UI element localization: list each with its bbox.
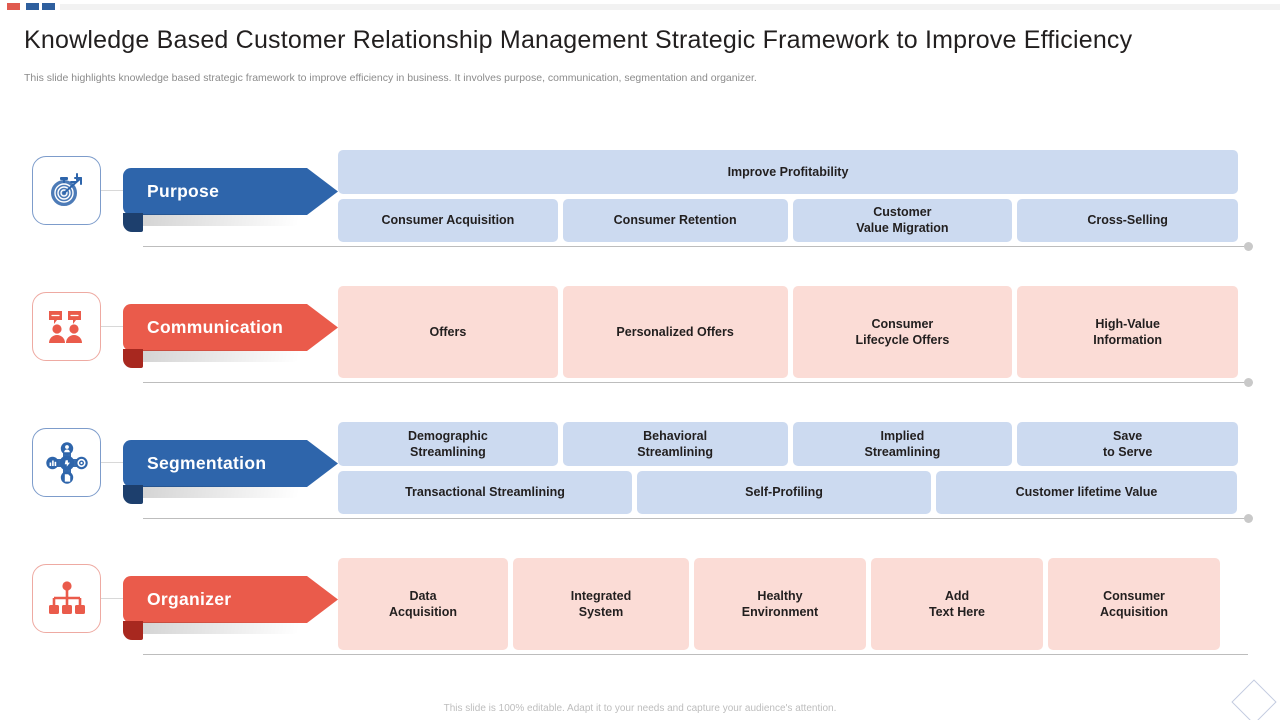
content-box-label: Improve Profitability <box>727 164 849 179</box>
framework-row-segmentation: Segmentation Demographic Streamlining Beha… <box>0 422 1280 532</box>
banner-fold-shadow <box>143 622 343 634</box>
content-box-label: Customer Value Migration <box>856 205 949 236</box>
content-box[interactable]: Demographic Streamlining <box>338 422 558 466</box>
banner-organizer[interactable]: Organizer <box>123 576 338 623</box>
content-box[interactable]: Integrated System <box>513 558 689 650</box>
content-box-label: Offers <box>429 325 467 339</box>
icon-tile-segmentation <box>32 428 101 497</box>
content-box[interactable]: Implied Streamlining <box>792 422 1013 466</box>
content-box[interactable]: Healthy Environment <box>694 558 866 650</box>
content-box[interactable]: Improve Profitability <box>338 150 1238 194</box>
banner-fold-shadow <box>143 214 343 226</box>
boxes-communication: Offers Personalized Offers Consumer Lifecy… <box>338 286 1239 378</box>
content-box[interactable]: Customer lifetime Value <box>936 470 1237 514</box>
icon-tile-communication <box>32 292 101 361</box>
banner-fold-shadow <box>143 486 343 498</box>
banner-ribbon-tab-segmentation <box>123 485 143 504</box>
content-box[interactable]: Consumer Acquisition <box>1048 558 1220 650</box>
people-chat-icon <box>45 305 89 349</box>
content-box-label: High-Value Information <box>1093 317 1163 347</box>
framework-row-communication: Communication Offers Personalized Offers Co… <box>0 286 1280 396</box>
banner-label: Purpose <box>147 181 220 201</box>
icon-tile-purpose <box>32 156 101 225</box>
content-box-label: Transactional Streamlining <box>405 485 565 500</box>
decor-square-blue-2 <box>42 3 55 10</box>
content-box-label: Behavioral Streamlining <box>637 428 713 459</box>
icon-tile-organizer <box>32 564 101 633</box>
content-box-label: Demographic Streamlining <box>407 428 488 459</box>
content-box[interactable]: Consumer Lifecycle Offers <box>792 286 1013 378</box>
target-arrow-icon <box>45 169 89 213</box>
content-box[interactable]: Transactional Streamlining <box>338 470 632 514</box>
banner-fold-shadow <box>143 350 343 362</box>
page-title: Knowledge Based Customer Relationship Ma… <box>24 26 1133 54</box>
decor-strip <box>60 4 1280 10</box>
row-baseline <box>143 382 1248 383</box>
content-box-label: Cross-Selling <box>1087 213 1168 228</box>
row-baseline-end-dot <box>1244 378 1253 387</box>
content-box-label: Consumer Retention <box>613 213 737 228</box>
banner-ribbon-tab-communication <box>123 349 143 368</box>
content-box-label: Customer lifetime Value <box>1015 485 1158 500</box>
content-box[interactable]: Data Acquisition <box>338 558 508 650</box>
content-box[interactable]: Self-Profiling <box>637 470 931 514</box>
box-group: Consumer Acquisition Consumer Retention Cu… <box>338 198 1239 242</box>
boxes-segmentation: Demographic Streamlining Behavioral Strea… <box>338 422 1239 514</box>
decor-square-red <box>7 3 20 10</box>
page-subtitle: This slide highlights knowledge based st… <box>24 72 757 84</box>
content-box-label: Add Text Here <box>928 589 986 619</box>
banner-ribbon-tab-organizer <box>123 621 143 640</box>
content-box[interactable]: Personalized Offers <box>562 286 788 378</box>
content-box-label: Self-Profiling <box>745 485 823 500</box>
row-baseline <box>143 654 1248 655</box>
content-box[interactable]: Consumer Acquisition <box>338 198 558 242</box>
segmentation-cluster-icon <box>44 440 90 486</box>
box-group: Offers Personalized Offers Consumer Lifecy… <box>338 286 1239 378</box>
decor-square-blue-1 <box>26 3 39 10</box>
tile-connector-segmentation <box>101 462 123 463</box>
tile-connector-purpose <box>101 190 123 191</box>
boxes-organizer: Data Acquisition Integrated System Healthy… <box>338 558 1238 650</box>
content-box-label: Save to Serve <box>1102 428 1153 459</box>
banner-label: Organizer <box>147 589 232 609</box>
footer-note: This slide is 100% editable. Adapt it to… <box>443 703 837 714</box>
content-box[interactable]: Offers <box>338 286 558 378</box>
banner-label: Segmentation <box>147 453 267 473</box>
content-box-label: Consumer Acquisition <box>381 213 515 228</box>
content-box[interactable]: Cross-Selling <box>1017 198 1239 242</box>
top-decoration-bar <box>0 3 1280 13</box>
row-baseline-end-dot <box>1244 242 1253 251</box>
banner-segmentation[interactable]: Segmentation <box>123 440 338 487</box>
content-box-label: Integrated System <box>570 589 632 619</box>
framework-row-organizer: Organizer Data Acquisition Integrated Syst… <box>0 558 1280 668</box>
content-box[interactable]: Behavioral Streamlining <box>562 422 788 466</box>
banner-communication[interactable]: Communication <box>123 304 338 351</box>
hierarchy-icon <box>45 577 89 621</box>
content-box-label: Healthy Environment <box>741 589 819 619</box>
row-baseline-end-dot <box>1244 514 1253 523</box>
banner-ribbon-tab-purpose <box>123 213 143 232</box>
content-box[interactable]: Save to Serve <box>1017 422 1239 466</box>
box-group: Transactional Streamlining Self-Profiling… <box>338 470 1238 514</box>
content-box[interactable]: Customer Value Migration <box>792 198 1013 242</box>
row-baseline <box>143 246 1248 247</box>
content-box[interactable]: Consumer Retention <box>562 198 788 242</box>
box-group: Data Acquisition Integrated System Healthy… <box>338 558 1238 650</box>
box-group: Improve Profitability <box>338 150 1238 194</box>
banner-purpose[interactable]: Purpose <box>123 168 338 215</box>
tile-connector-communication <box>101 326 123 327</box>
row-baseline <box>143 518 1248 519</box>
content-box-label: Data Acquisition <box>388 589 458 619</box>
banner-label: Communication <box>147 317 284 337</box>
content-box-label: Consumer Acquisition <box>1099 589 1169 619</box>
content-box[interactable]: Add Text Here <box>871 558 1043 650</box>
box-group: Demographic Streamlining Behavioral Strea… <box>338 422 1239 466</box>
content-box[interactable]: High-Value Information <box>1017 286 1239 378</box>
content-box-label: Implied Streamlining <box>864 428 941 459</box>
content-box-label: Consumer Lifecycle Offers <box>855 317 950 347</box>
tile-connector-organizer <box>101 598 123 599</box>
content-box-label: Personalized Offers <box>616 325 734 339</box>
